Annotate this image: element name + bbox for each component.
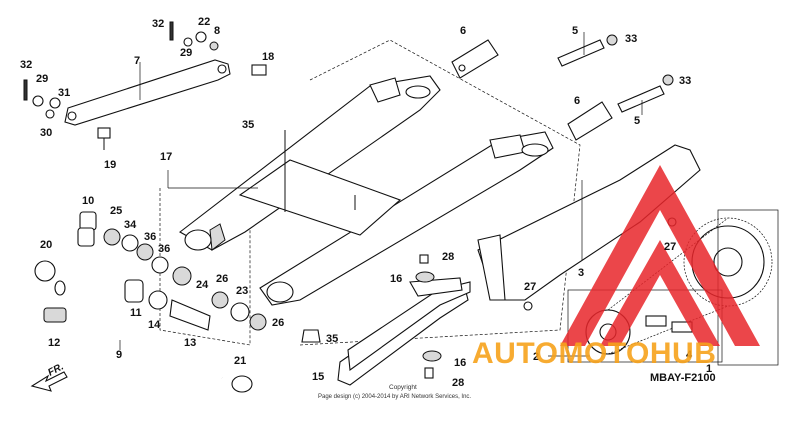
- pivot-bolt: [54, 280, 223, 380]
- callout-29: 29: [36, 73, 48, 85]
- callout-4: 4: [686, 349, 693, 361]
- callout-12: 12: [48, 337, 60, 349]
- callout-1: 1: [706, 363, 712, 375]
- callout-11: 11: [130, 307, 142, 319]
- callout-16: 16: [454, 357, 466, 369]
- callout-10: 10: [82, 195, 94, 207]
- callout-17: 17: [160, 151, 172, 163]
- callout-20: 20: [40, 239, 52, 251]
- callout-5: 5: [634, 115, 640, 127]
- callout-21: 21: [234, 355, 246, 367]
- torque-rod-fasteners: [23, 21, 267, 150]
- callout-36: 36: [158, 243, 170, 255]
- front-direction-arrow: [30, 371, 68, 392]
- copyright-line-1: Copyright: [389, 384, 417, 391]
- callout-18: 18: [262, 51, 274, 63]
- callout-16: 16: [390, 273, 402, 285]
- callout-32: 32: [20, 59, 32, 71]
- callout-27: 27: [524, 281, 536, 293]
- callout-35: 35: [242, 119, 254, 131]
- callout-34: 34: [124, 219, 137, 231]
- callout-7: 7: [134, 55, 140, 67]
- leader-lines: [119, 32, 643, 357]
- callout-25: 25: [110, 205, 122, 217]
- watermark-text: AUTOMOTOHUB: [472, 337, 716, 370]
- callout-14: 14: [148, 319, 161, 331]
- callout-22: 22: [198, 16, 210, 28]
- callout-35: 35: [326, 333, 338, 345]
- callout-24: 24: [196, 279, 209, 291]
- chain-slider: [337, 254, 471, 386]
- copyright-line-2: Page design (c) 2004-2014 by ARI Network…: [318, 394, 471, 400]
- diagram-code: MBAY-F2100: [650, 372, 716, 384]
- callout-19: 19: [104, 159, 116, 171]
- callout-8: 8: [214, 25, 220, 37]
- callout-33: 33: [679, 75, 691, 87]
- callout-28: 28: [442, 251, 454, 263]
- callout-30: 30: [40, 127, 52, 139]
- chain-adjusters: [451, 34, 674, 141]
- callout-9: 9: [116, 349, 122, 361]
- callout-27: 27: [664, 241, 676, 253]
- callout-26: 26: [272, 317, 284, 329]
- torque-rod: [64, 59, 231, 126]
- swingarm: [179, 75, 554, 306]
- callout-33: 33: [625, 33, 637, 45]
- callout-32: 32: [152, 18, 164, 30]
- watermark-logo: [560, 165, 760, 346]
- callout-36: 36: [144, 231, 156, 243]
- callout-23: 23: [236, 285, 248, 297]
- callout-2: 2: [533, 351, 539, 363]
- callout-15: 15: [312, 371, 324, 383]
- callout-13: 13: [184, 337, 196, 349]
- callout-3: 3: [578, 267, 584, 279]
- callout-26: 26: [216, 273, 228, 285]
- callout-6: 6: [574, 95, 580, 107]
- callout-5: 5: [572, 25, 578, 37]
- callout-6: 6: [460, 25, 466, 37]
- callout-29: 29: [180, 47, 192, 59]
- callout-31: 31: [58, 87, 70, 99]
- callout-28: 28: [452, 377, 464, 389]
- pivot-bearings: [34, 211, 321, 393]
